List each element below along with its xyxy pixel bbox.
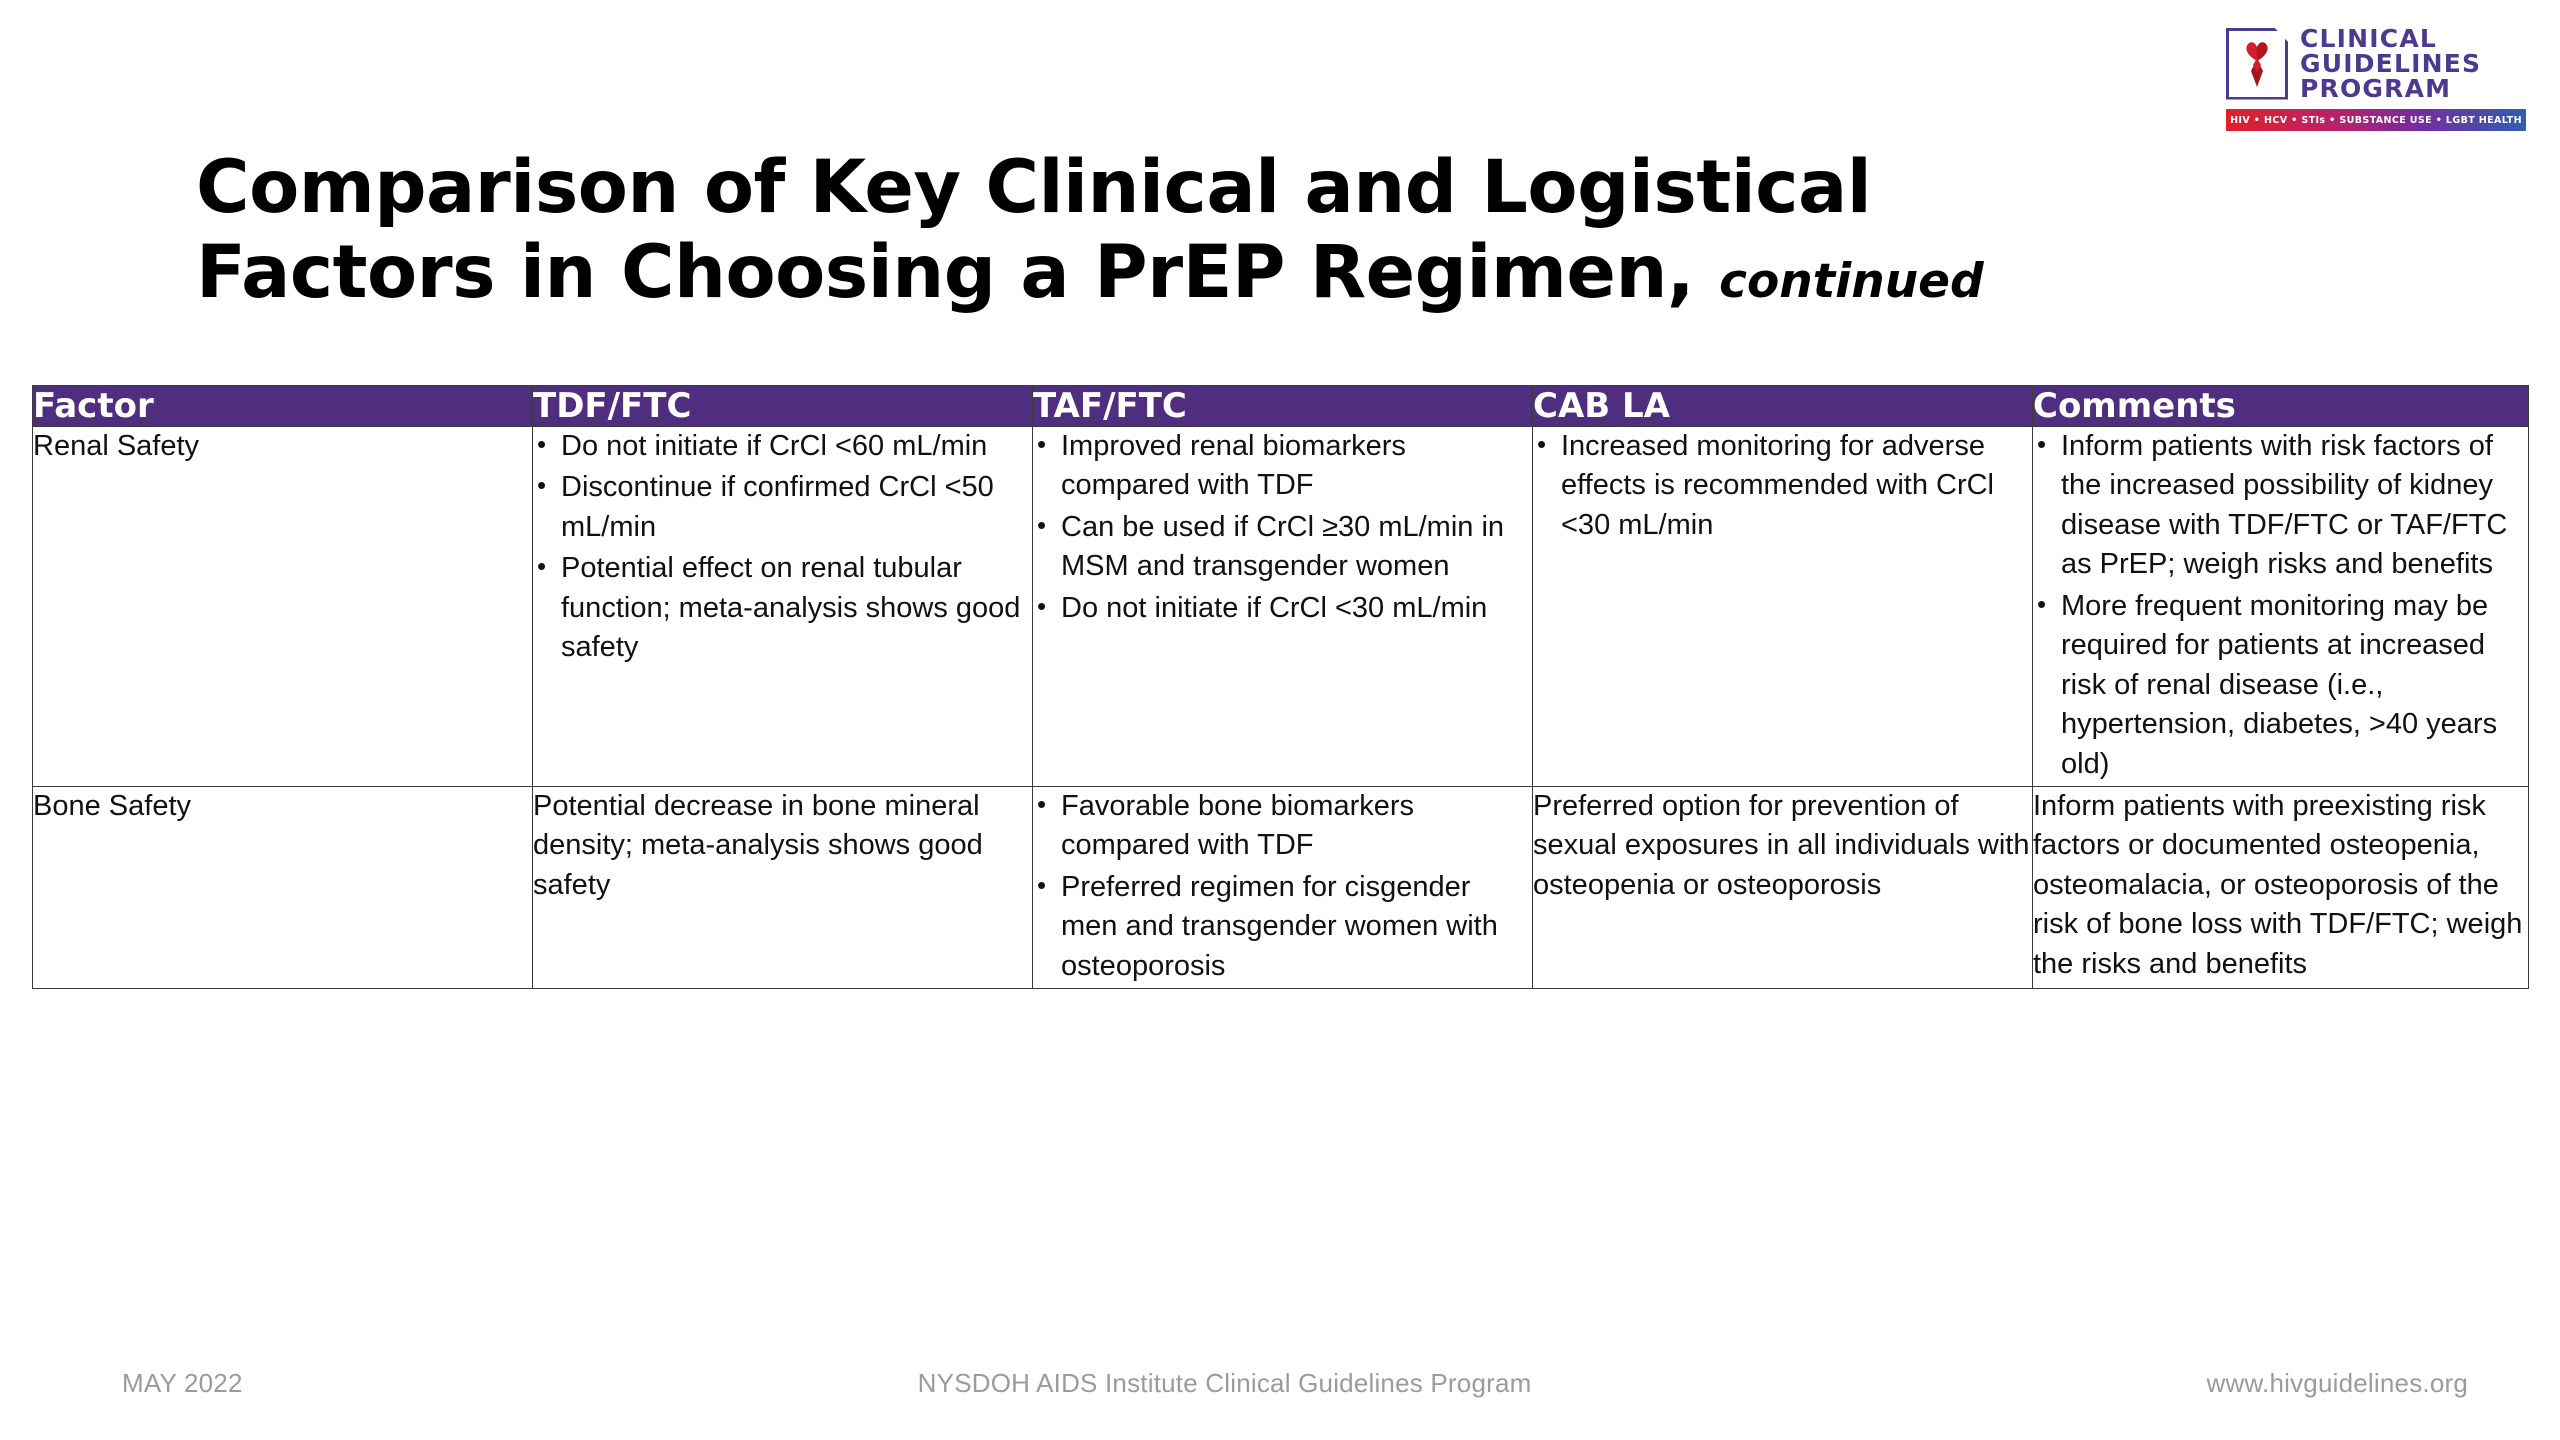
cell-paragraph: Potential decrease in bone mineral densi…	[533, 789, 983, 901]
aids-ribbon-icon	[2246, 41, 2268, 87]
page-title-continued: continued	[1719, 254, 1984, 310]
prep-regimen-comparison-table: Factor TDF/FTC TAF/FTC CAB LA Comments R…	[32, 385, 2529, 990]
page-footer: MAY 2022 NYSDOH AIDS Institute Clinical …	[32, 1368, 2528, 1399]
column-header-comments: Comments	[2032, 385, 2529, 427]
bullet-item: Discontinue if confirmed CrCl <50 mL/min	[533, 467, 1032, 547]
document-ribbon-icon	[2226, 27, 2288, 100]
footer-date: MAY 2022	[122, 1368, 243, 1398]
clinical-guidelines-program-logo: CLINICAL GUIDELINES PROGRAM HIV • HCV • …	[2226, 26, 2526, 131]
bullet-list: Favorable bone biomarkers compared with …	[1033, 786, 1532, 986]
logo-topics-bar: HIV • HCV • STIs • SUBSTANCE USE • LGBT …	[2226, 109, 2526, 131]
cell-tdf-ftc: Potential decrease in bone mineral densi…	[532, 785, 1033, 990]
cell-cab-la: Preferred option for prevention of sexua…	[1532, 785, 2033, 990]
bullet-list: Inform patients with risk factors of the…	[2033, 426, 2528, 784]
cell-taf-ftc: Improved renal biomarkers compared with …	[1032, 426, 1533, 787]
table-row: Renal SafetyDo not initiate if CrCl <60 …	[32, 426, 2529, 787]
bullet-item: Favorable bone biomarkers compared with …	[1033, 786, 1532, 866]
table-header: Factor TDF/FTC TAF/FTC CAB LA Comments	[32, 385, 2529, 427]
bullet-list: Do not initiate if CrCl <60 mL/minDiscon…	[533, 426, 1032, 668]
cell-comments: Inform patients with risk factors of the…	[2032, 426, 2529, 787]
bullet-list: Increased monitoring for adverse effects…	[1533, 426, 2032, 545]
logo-topics-text: HIV • HCV • STIs • SUBSTANCE USE • LGBT …	[2230, 114, 2522, 126]
logo-word-guidelines: GUIDELINES	[2300, 49, 2482, 78]
bullet-item: Inform patients with risk factors of the…	[2033, 426, 2528, 585]
logo-main: CLINICAL GUIDELINES PROGRAM	[2226, 26, 2526, 101]
bullet-item: Increased monitoring for adverse effects…	[1533, 426, 2032, 545]
table-header-row: Factor TDF/FTC TAF/FTC CAB LA Comments	[32, 385, 2529, 427]
footer-website: www.hivguidelines.org	[2206, 1368, 2468, 1398]
cell-paragraph: Preferred option for prevention of sexua…	[1533, 789, 2030, 901]
column-header-tdf-ftc: TDF/FTC	[532, 385, 1033, 427]
logo-wordmark: CLINICAL GUIDELINES PROGRAM	[2300, 26, 2481, 101]
bullet-item: Potential effect on renal tubular functi…	[533, 548, 1032, 667]
comparison-table-container: Factor TDF/FTC TAF/FTC CAB LA Comments R…	[32, 385, 2529, 990]
column-header-cab-la: CAB LA	[1532, 385, 2033, 427]
bullet-item: Improved renal biomarkers compared with …	[1033, 426, 1532, 506]
logo-word-program: PROGRAM	[2300, 74, 2452, 103]
cell-cab-la: Increased monitoring for adverse effects…	[1532, 426, 2033, 787]
column-header-taf-ftc: TAF/FTC	[1032, 385, 1533, 427]
page-title: Comparison of Key Clinical and Logistica…	[196, 145, 2006, 316]
bullet-item: Do not initiate if CrCl <30 mL/min	[1033, 588, 1532, 628]
cell-paragraph: Inform patients with preexisting risk fa…	[2033, 789, 2523, 980]
table-body: Renal SafetyDo not initiate if CrCl <60 …	[32, 426, 2529, 990]
bullet-item: Can be used if CrCl ≥30 mL/min in MSM an…	[1033, 507, 1532, 587]
cell-comments: Inform patients with preexisting risk fa…	[2032, 785, 2529, 990]
cell-factor: Bone Safety	[32, 785, 533, 990]
bullet-list: Improved renal biomarkers compared with …	[1033, 426, 1532, 628]
bullet-item: Preferred regimen for cisgender men and …	[1033, 867, 1532, 986]
bullet-item: More frequent monitoring may be required…	[2033, 586, 2528, 784]
column-header-factor: Factor	[32, 385, 533, 427]
document-outline-icon	[2226, 27, 2288, 100]
cell-taf-ftc: Favorable bone biomarkers compared with …	[1032, 785, 1533, 990]
cell-factor: Renal Safety	[32, 426, 533, 787]
logo-word-clinical: CLINICAL	[2300, 24, 2438, 53]
cell-tdf-ftc: Do not initiate if CrCl <60 mL/minDiscon…	[532, 426, 1033, 787]
footer-organization: NYSDOH AIDS Institute Clinical Guideline…	[917, 1368, 1532, 1398]
bullet-item: Do not initiate if CrCl <60 mL/min	[533, 426, 1032, 466]
page-title-main: Comparison of Key Clinical and Logistica…	[196, 144, 1872, 316]
